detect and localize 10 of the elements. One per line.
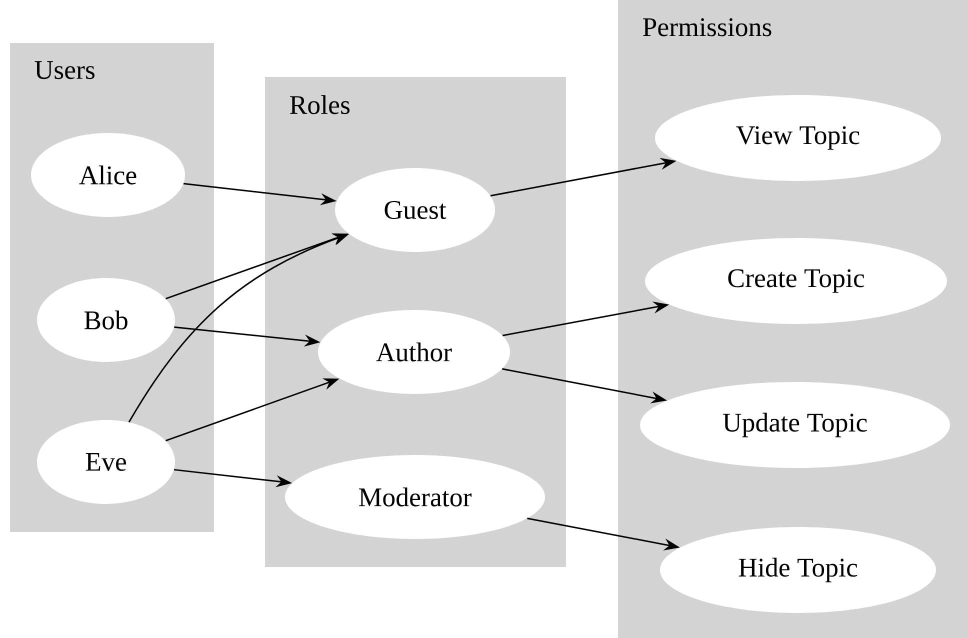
ellipse-node: Guest: [335, 168, 495, 252]
ellipse-node: Bob: [37, 278, 175, 362]
ellipse-node: Alice: [31, 132, 185, 217]
ellipse-node: Update Topic: [640, 382, 950, 468]
ellipse-node: Hide Topic: [660, 526, 936, 613]
ellipse-node: Author: [318, 310, 510, 394]
ellipse-node: Eve: [37, 420, 175, 504]
ellipse-node: View Topic: [655, 94, 941, 181]
ellipse-node: Create Topic: [645, 238, 947, 324]
ellipse-node: Moderator: [285, 454, 545, 539]
